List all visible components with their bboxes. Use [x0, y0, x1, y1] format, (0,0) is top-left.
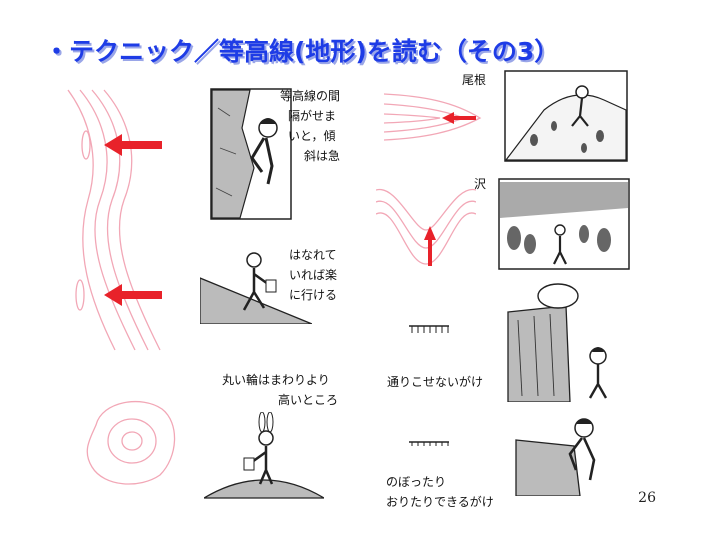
cliff-symbol-icon	[409, 441, 449, 446]
caption-line: 高いところ	[278, 393, 339, 407]
hilltop-contour-diagram	[86, 401, 176, 485]
valley-illustration	[498, 178, 630, 270]
caption-line: 隔がせま	[288, 109, 337, 123]
climber-illustration	[210, 88, 292, 220]
ridge-illustration	[504, 70, 628, 162]
cliff-illustration	[506, 276, 628, 402]
hiker-illustration	[200, 238, 312, 324]
cliff-impassable-caption: 通りこせないがけ	[387, 375, 484, 389]
arrow-left-icon	[104, 284, 162, 306]
hilltop-caption: 丸い輪はまわりより 高いところ	[222, 370, 338, 410]
rabbit-illustration	[204, 412, 324, 500]
valley-contour-diagram	[376, 189, 476, 266]
caption-line: 丸い輪はまわりより	[222, 373, 330, 387]
caption-line: に行ける	[289, 288, 338, 302]
ridge-contour-diagram	[384, 93, 482, 141]
steep-caption: 等高線の間 隔がせま いと，傾 斜は急	[280, 86, 340, 166]
caption-line: おりたりできるがけ	[386, 495, 494, 509]
contour-lines-diagram	[67, 89, 161, 351]
slide-title: ・テクニック／等高線(地形)を読む（その3）	[44, 37, 560, 66]
valley-caption: 沢	[474, 177, 487, 191]
ridge-caption: 尾根	[462, 73, 487, 87]
climber-illustration	[514, 410, 616, 496]
caption-line: いれば楽	[289, 268, 338, 282]
caption-line: はなれて	[289, 248, 337, 262]
gentle-caption: はなれて いれば楽 に行ける	[289, 245, 337, 305]
cliff-climbable-caption: のぼったり おりたりできるがけ	[386, 472, 494, 512]
caption-line: 斜は急	[304, 149, 341, 163]
caption-line: のぼったり	[386, 475, 447, 489]
arrow-left-icon	[104, 134, 162, 156]
caption-line: いと，傾	[288, 129, 336, 143]
caption-line: 等高線の間	[280, 89, 341, 103]
page-number: 26	[638, 490, 656, 506]
cliff-symbol-icon	[409, 325, 449, 333]
